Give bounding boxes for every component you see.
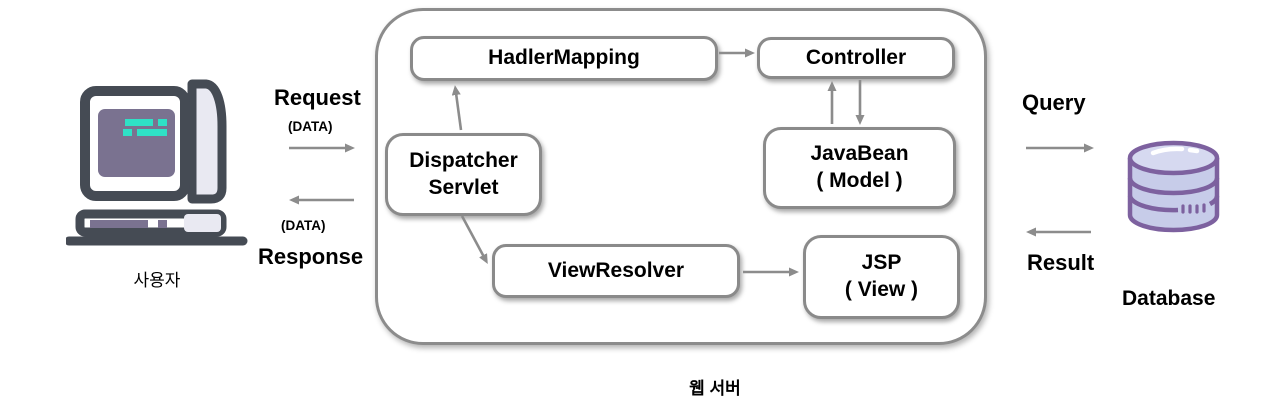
database-cylinder-icon [1127, 140, 1220, 233]
response-label: Response [258, 244, 364, 269]
request-data-label: (DATA) [288, 119, 333, 134]
handler-mapping-label: HadlerMapping [488, 46, 640, 70]
computer-icon [64, 79, 248, 246]
javabean-label-line2: ( Model ) [816, 169, 903, 192]
database-label: Database [1122, 287, 1216, 310]
database-icon-wrap [1126, 138, 1222, 236]
result-label: Result [1027, 250, 1095, 275]
javabean-label-line1: JavaBean [810, 142, 909, 166]
node-javabean-model: JavaBean ( Model ) [763, 127, 956, 209]
view-resolver-label: ViewResolver [547, 258, 685, 282]
dispatcher-servlet-label-line1: Dispatcher [409, 148, 518, 172]
node-controller: Controller [757, 37, 955, 79]
web-server-label: 웹 서버 [689, 379, 741, 398]
jsp-label-line2: ( View ) [844, 278, 919, 301]
user-computer-icon [64, 64, 248, 248]
response-data-label: (DATA) [281, 218, 326, 233]
request-label: Request [274, 85, 361, 110]
controller-label: Controller [805, 45, 907, 69]
node-view-resolver: ViewResolver [492, 244, 740, 298]
node-handler-mapping: HadlerMapping [410, 36, 718, 81]
jsp-label-line1: JSP [861, 251, 902, 275]
dispatcher-servlet-label-line2: Servlet [428, 175, 499, 199]
node-jsp-view: JSP ( View ) [803, 235, 960, 319]
user-label: 사용자 [133, 271, 181, 290]
node-dispatcher-servlet: Dispatcher Servlet [385, 133, 542, 216]
query-label: Query [1022, 90, 1086, 115]
